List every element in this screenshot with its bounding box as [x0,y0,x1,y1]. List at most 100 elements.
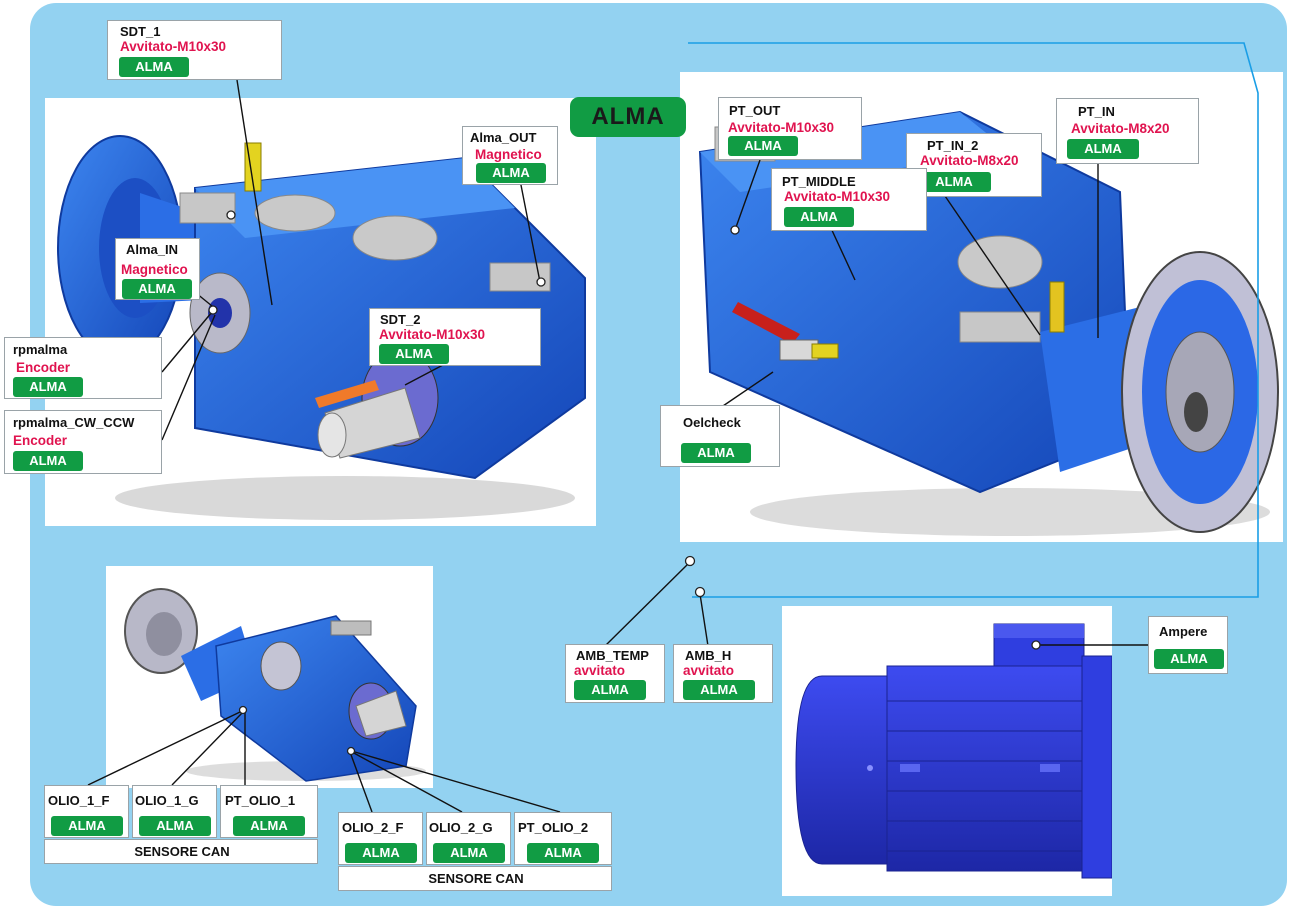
leader-alma-out [519,179,541,283]
sensor-name: Ampere [1159,624,1208,639]
sensor-spec: Magnetico [121,262,188,277]
motor-image [782,606,1112,896]
alma-badge: ALMA [1154,649,1224,669]
sensor-name: rpmalma [13,342,68,357]
can-sensor-olio-2-g[interactable]: OLIO_2_G ALMA [426,812,511,865]
sensor-spec: Encoder [13,433,68,448]
alma-badge: ALMA [51,816,123,836]
leader-sdt-1 [236,79,273,306]
can-group-2: OLIO_2_F ALMA OLIO_2_G ALMA PT_OLIO_2 AL… [338,812,612,891]
leader-olio-2-f [349,751,373,813]
sensor-spec: avvitato [683,663,735,678]
sensor-box-sdt-1[interactable]: SDT_1 Avvitato-M10x30 ALMA [107,20,282,80]
alma-badge: ALMA [574,680,646,700]
alma-badge: ALMA [13,451,83,471]
leader-olio-1-g [171,711,244,786]
alma-badge: ALMA [433,843,505,863]
can-sensor-pt-olio-1[interactable]: PT_OLIO_1 ALMA [220,785,318,838]
alma-badge: ALMA [917,172,991,192]
sensor-name: OLIO_1_G [135,793,199,808]
caption-text: SENSORE CAN [428,871,524,886]
can-sensor-olio-2-f[interactable]: OLIO_2_F ALMA [338,812,423,865]
alma-badge: ALMA [119,57,189,77]
sensor-box-pt-out[interactable]: PT_OUT Avvitato-M10x30 ALMA [718,97,862,160]
sensor-name: Alma_OUT [470,130,537,145]
leader-rpmalma-cw-ccw [161,314,216,441]
leader-amb-h [699,593,709,647]
sensor-spec: Avvitato-M10x30 [784,189,891,204]
leader-olio-2-g [351,751,463,813]
can-group-caption: SENSORE CAN [338,866,612,891]
sensor-name: PT_OLIO_1 [225,793,296,808]
alma-badge: ALMA [476,163,546,183]
sensor-spec: Avvitato-M10x30 [120,39,227,54]
sensor-point-rpmalma [208,305,218,315]
sensor-spec: Encoder [16,360,71,375]
sensor-box-ampere[interactable]: Ampere ALMA [1148,616,1228,674]
alma-badge: ALMA [233,816,305,836]
leader-amb-temp [604,561,691,647]
frame-outline [688,42,1259,598]
sensor-name: OLIO_2_G [429,820,493,835]
sensor-point-amb-h [694,586,706,598]
sensor-name: AMB_TEMP [576,648,649,663]
sensor-name: PT_OLIO_2 [518,820,589,835]
sensor-point-alma-out [536,277,546,287]
sensor-name: SDT_1 [120,24,161,39]
alma-badge: ALMA [122,279,192,299]
leader-rpmalma [161,311,213,373]
alma-badge: ALMA [345,843,417,863]
sensor-name: PT_IN [1078,104,1115,119]
alma-badge: ALMA [681,443,751,463]
alma-badge: ALMA [13,377,83,397]
can-sensor-olio-1-g[interactable]: OLIO_1_G ALMA [132,785,217,838]
sensor-box-rpmalma-cw-ccw[interactable]: rpmalma_CW_CCW Encoder ALMA [4,410,162,474]
sensor-box-rpmalma[interactable]: rpmalma Encoder ALMA [4,337,162,399]
sensor-box-amb-h[interactable]: AMB_H avvitato ALMA [673,644,773,703]
sensor-box-pt-in[interactable]: PT_IN Avvitato-M8x20 ALMA [1056,98,1199,164]
alma-badge: ALMA [379,344,449,364]
can-group-caption: SENSORE CAN [44,839,318,864]
sensor-spec: Avvitato-M8x20 [920,153,1019,168]
leader-pt-in-2 [944,195,1041,336]
alma-badge: ALMA [139,816,211,836]
sensor-box-pt-middle[interactable]: PT_MIDDLE Avvitato-M10x30 ALMA [771,168,927,231]
sensor-point-olio-1 [238,705,248,715]
gearbox-small-image [106,566,433,788]
sensor-spec: Avvitato-M10x30 [728,120,835,135]
main-alma-badge: ALMA [570,97,686,137]
alma-badge: ALMA [1067,139,1139,159]
sensor-point-olio-2 [346,746,356,756]
sensor-spec: Avvitato-M8x20 [1071,121,1170,136]
sensor-name: SDT_2 [380,312,421,327]
sensor-name: rpmalma_CW_CCW [13,415,135,430]
sensor-name: PT_OUT [729,103,781,118]
sensor-name: PT_MIDDLE [782,174,856,189]
sensor-name: Alma_IN [126,242,179,257]
leader-pt-out [734,159,761,231]
leader-pt-olio-2 [354,751,561,813]
leader-oelcheck [719,371,774,409]
can-group-1: OLIO_1_F ALMA OLIO_1_G ALMA PT_OLIO_1 AL… [44,785,318,864]
sensor-box-sdt-2[interactable]: SDT_2 Avvitato-M10x30 ALMA [369,308,541,366]
can-sensor-olio-1-f[interactable]: OLIO_1_F ALMA [44,785,129,838]
caption-text: SENSORE CAN [134,844,230,859]
sensor-spec: Magnetico [475,147,542,162]
sensor-box-oelcheck[interactable]: Oelcheck ALMA [660,405,780,467]
sensor-box-pt-in-2[interactable]: PT_IN_2 Avvitato-M8x20 ALMA [906,133,1042,197]
sensor-name: OLIO_2_F [342,820,404,835]
can-sensor-pt-olio-2[interactable]: PT_OLIO_2 ALMA [514,812,612,865]
alma-badge: ALMA [728,136,798,156]
sensor-spec: avvitato [574,663,626,678]
sensor-name: Oelcheck [683,415,741,430]
leader-olio-1-f [87,711,241,786]
sensor-point-sdt-1 [226,210,236,220]
leader-pt-middle [829,225,856,281]
sensor-point-ampere [1031,640,1041,650]
sensor-box-alma-in[interactable]: Alma_IN Magnetico ALMA [115,238,200,300]
sensor-box-alma-out[interactable]: Alma_OUT Magnetico ALMA [462,126,558,185]
sensor-box-amb-temp[interactable]: AMB_TEMP avvitato ALMA [565,644,665,703]
alma-badge: ALMA [527,843,599,863]
sensor-point-pt-out [730,225,740,235]
